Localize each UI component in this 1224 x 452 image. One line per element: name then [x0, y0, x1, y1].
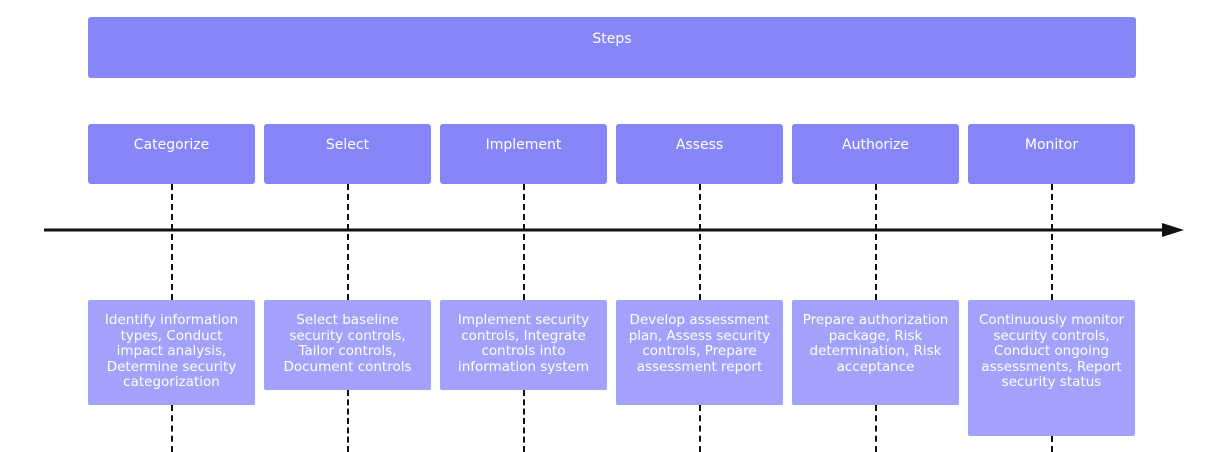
connector-select-lower: [347, 390, 349, 452]
connector-monitor-upper: [1051, 184, 1053, 300]
step-description-text: Implement security controls, Integrate c…: [457, 312, 590, 375]
step-assess: Assess: [616, 124, 783, 184]
connector-implement-lower: [523, 390, 525, 452]
step-select: Select: [264, 124, 431, 184]
step-label: Select: [325, 137, 370, 153]
connector-implement-upper: [523, 184, 525, 300]
step-description-text: Continuously monitor security controls, …: [978, 312, 1125, 390]
step-label: Categorize: [133, 137, 210, 153]
step-label: Assess: [675, 137, 724, 153]
step-label: Implement: [485, 137, 562, 153]
timeline-arrowhead: [1162, 223, 1184, 237]
step-description-assess: Develop assessment plan, Assess security…: [616, 300, 783, 405]
step-description-select: Select baseline security controls, Tailo…: [264, 300, 431, 390]
connector-select-upper: [347, 184, 349, 300]
connector-authorize-upper: [875, 184, 877, 300]
step-description-text: Develop assessment plan, Assess security…: [628, 312, 771, 375]
step-description-text: Prepare authorization package, Risk dete…: [802, 312, 949, 375]
steps-header: Steps: [88, 17, 1136, 78]
connector-categorize-lower: [171, 405, 173, 452]
step-implement: Implement: [440, 124, 607, 184]
connector-assess-upper: [699, 184, 701, 300]
steps-header-title: Steps: [592, 31, 632, 47]
step-description-authorize: Prepare authorization package, Risk dete…: [792, 300, 959, 405]
connector-monitor-lower: [1051, 436, 1053, 452]
step-description-text: Select baseline security controls, Tailo…: [283, 312, 412, 375]
step-description-monitor: Continuously monitor security controls, …: [968, 300, 1135, 436]
step-categorize: Categorize: [88, 124, 255, 184]
step-authorize: Authorize: [792, 124, 959, 184]
step-monitor: Monitor: [968, 124, 1135, 184]
step-description-text: Identify information types, Conduct impa…: [104, 312, 239, 390]
step-description-categorize: Identify information types, Conduct impa…: [88, 300, 255, 405]
connector-categorize-upper: [171, 184, 173, 300]
connector-assess-lower: [699, 405, 701, 452]
connector-authorize-lower: [875, 405, 877, 452]
step-label: Monitor: [1024, 137, 1079, 153]
step-label: Authorize: [842, 137, 909, 153]
step-description-implement: Implement security controls, Integrate c…: [440, 300, 607, 390]
